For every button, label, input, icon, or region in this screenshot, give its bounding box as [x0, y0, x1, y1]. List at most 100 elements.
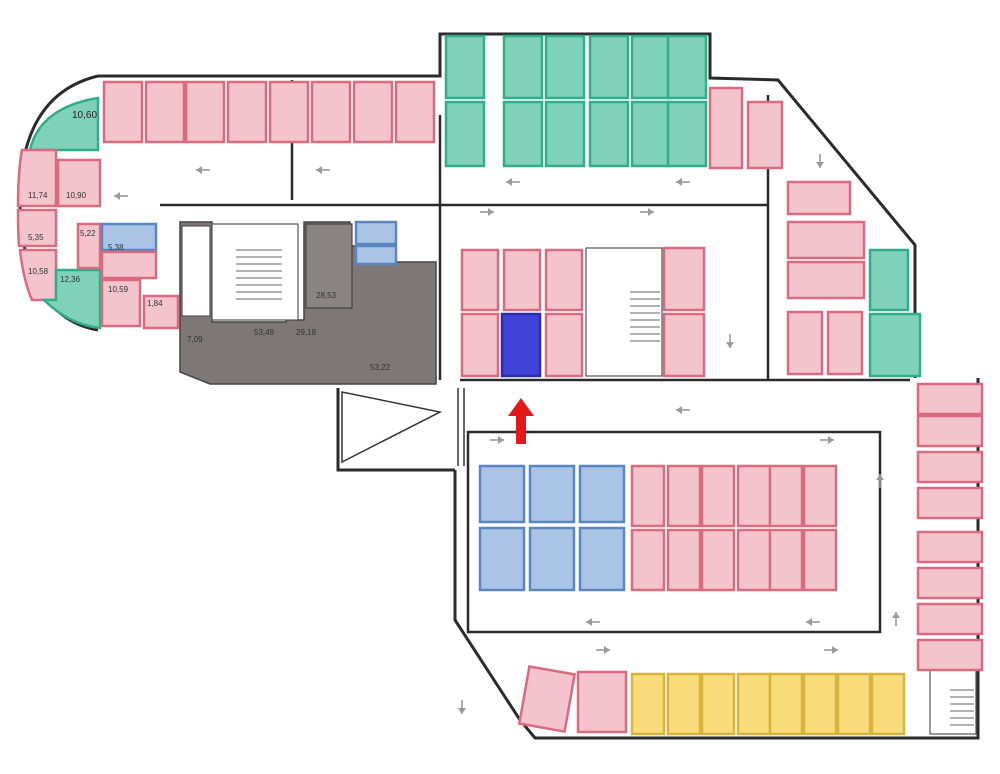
parking-space [544, 100, 586, 168]
room-label: 28,53 [316, 291, 337, 300]
parking-space [544, 312, 584, 378]
parking-space [460, 248, 500, 312]
parking-space [708, 86, 744, 170]
room-label: 53,22 [370, 363, 391, 372]
parking-space [802, 672, 838, 736]
gray-direction-arrow-icon [828, 436, 834, 444]
parking-space [736, 464, 772, 528]
parking-space [268, 80, 310, 144]
parking-space [544, 34, 586, 100]
red-up-arrow-icon [508, 398, 534, 444]
stairwell [585, 247, 663, 377]
parking-space [700, 528, 736, 592]
gray-direction-arrow-icon [488, 208, 494, 216]
gray-direction-arrow-icon [114, 192, 120, 200]
parking-space [700, 464, 736, 528]
gray-direction-arrow-icon [458, 708, 466, 714]
parking-space [502, 34, 544, 100]
gray-direction-arrow-icon [876, 474, 884, 480]
gray-direction-arrow-icon [506, 178, 512, 186]
traffic-flow-arrows [114, 154, 900, 714]
gray-direction-arrow-icon [648, 208, 654, 216]
parking-space [588, 34, 630, 100]
storage-room [56, 158, 102, 208]
parking-space [394, 80, 436, 144]
gray-direction-arrow-icon [676, 406, 682, 414]
parking-space [588, 100, 630, 168]
room-label: 5,22 [80, 229, 96, 238]
parking-space [786, 220, 866, 260]
room-label: 29,18 [296, 328, 317, 337]
parking-space [444, 100, 486, 168]
gray-direction-arrow-icon [604, 646, 610, 654]
parking-space [630, 528, 666, 592]
parking-space [528, 526, 576, 592]
parking-space [700, 672, 736, 736]
parking-space [916, 530, 984, 564]
room-label: 10,90 [66, 191, 87, 200]
parking-space [916, 414, 984, 448]
parking-space [736, 528, 772, 592]
gray-direction-arrow-icon [676, 178, 682, 186]
gray-direction-arrow-icon [816, 162, 824, 168]
parking-space [870, 672, 906, 736]
parking-space [826, 310, 864, 376]
parking-space [102, 80, 144, 144]
room-label: 5,38 [108, 243, 124, 252]
parking-space [517, 664, 577, 734]
parking-space [786, 180, 852, 216]
parking-space [528, 464, 576, 524]
room-label: 5,35 [28, 233, 44, 242]
parking-space [576, 670, 628, 734]
parking-space-selected [500, 312, 542, 378]
parking-space [352, 80, 394, 144]
parking-space [786, 260, 866, 300]
parking-space [666, 528, 702, 592]
room-label: 11,74 [28, 191, 48, 200]
parking-space [802, 464, 838, 528]
gray-direction-arrow-icon [726, 342, 734, 348]
parking-space [868, 312, 922, 378]
parking-space [144, 80, 186, 144]
parking-space [460, 312, 500, 378]
parking-space [502, 100, 544, 168]
storage-room [40, 268, 102, 330]
parking-space [916, 450, 984, 484]
stairwell [929, 667, 977, 735]
parking-space [836, 672, 872, 736]
room-label: 10,58 [28, 267, 49, 276]
parking-space [786, 310, 824, 376]
storage-room [142, 294, 180, 330]
gray-direction-arrow-icon [316, 166, 322, 174]
room-label: 53,49 [254, 328, 275, 337]
parking-space [502, 248, 542, 312]
storage-room [16, 208, 58, 248]
gray-direction-arrow-icon [832, 646, 838, 654]
parking-space [916, 602, 984, 636]
storage-rooms [16, 96, 180, 330]
room-label: 12,36 [60, 275, 81, 284]
parking-space [630, 34, 672, 100]
storage-room [76, 222, 102, 270]
gray-direction-arrow-icon [586, 618, 592, 626]
parking-space [666, 100, 708, 168]
parking-space [630, 100, 672, 168]
parking-space [802, 528, 838, 592]
parking-space [478, 526, 526, 592]
storage-room [16, 148, 58, 208]
parking-space [916, 486, 984, 520]
parking-space [354, 244, 398, 266]
parking-space [916, 566, 984, 600]
room-label: 10,60 [72, 110, 97, 121]
parking-space [662, 246, 706, 312]
parking-space [630, 672, 666, 736]
gray-direction-arrow-icon [196, 166, 202, 174]
parking-space [544, 248, 584, 312]
parking-space [630, 464, 666, 528]
gray-direction-arrow-icon [498, 436, 504, 444]
parking-space [226, 80, 268, 144]
room-label: 7,09 [187, 335, 203, 344]
parking-space [310, 80, 352, 144]
parking-space [916, 382, 984, 416]
